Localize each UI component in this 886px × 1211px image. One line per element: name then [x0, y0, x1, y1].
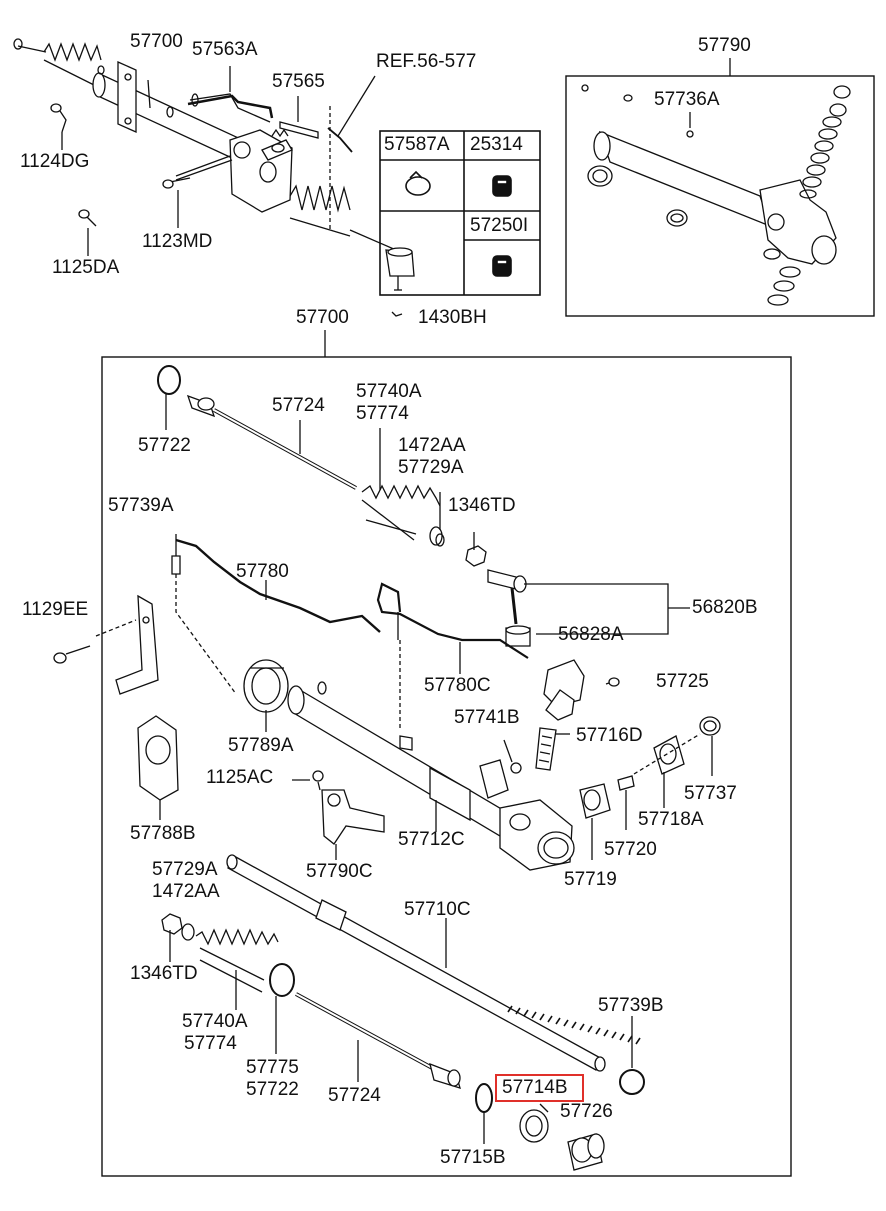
label-57715B: 57715B [440, 1147, 506, 1168]
label-1346TD-bottom: 1346TD [130, 963, 198, 984]
label-56820B: 56820B [692, 597, 758, 618]
label-57737: 57737 [684, 783, 737, 804]
label-57789A: 57789A [228, 735, 294, 756]
label-57740A-top: 57740A [356, 381, 422, 402]
label-57565: 57565 [272, 71, 325, 92]
top-rack-assembly [13, 38, 415, 317]
label-57740A-bottom: 57740A [182, 1011, 248, 1032]
label-1125AC: 1125AC [206, 767, 274, 788]
label-57712C: 57712C [398, 829, 465, 850]
label-57774-bottom: 57774 [184, 1033, 237, 1054]
label-57718A: 57718A [638, 809, 704, 830]
label-57790: 57790 [698, 35, 751, 56]
label-57736A: 57736A [654, 89, 720, 110]
label-57710C: 57710C [404, 899, 471, 920]
label-57739B: 57739B [598, 995, 664, 1016]
label-57722-top: 57722 [138, 435, 191, 456]
label-1472AA-top: 1472AA [398, 435, 466, 456]
label-57716D: 57716D [576, 725, 643, 746]
label-57724-bottom: 57724 [328, 1085, 381, 1106]
label-57722-bottom: 57722 [246, 1079, 299, 1100]
label-56828A: 56828A [558, 624, 624, 645]
label-57780C: 57780C [424, 675, 491, 696]
label-57729A-bottom: 57729A [152, 859, 218, 880]
table-cell-57587A: 57587A [384, 134, 450, 155]
detail-box-57790 [565, 58, 875, 317]
label-57719: 57719 [564, 869, 617, 890]
table-cell-25314: 25314 [470, 134, 523, 155]
label-57700-top: 57700 [130, 31, 183, 52]
label-57775: 57775 [246, 1057, 299, 1078]
label-57774-top: 57774 [356, 403, 409, 424]
label-1346TD-top: 1346TD [448, 495, 516, 516]
label-57700-main: 57700 [296, 307, 349, 328]
label-57729A-top: 57729A [398, 457, 464, 478]
parts-table-frame [379, 130, 541, 296]
label-57725: 57725 [656, 671, 709, 692]
label-1472AA-bottom: 1472AA [152, 881, 220, 902]
label-1123MD: 1123MD [142, 231, 213, 252]
label-1129EE: 1129EE [22, 599, 89, 620]
label-57739A: 57739A [108, 495, 174, 516]
label-57720: 57720 [604, 839, 657, 860]
highlight-box-57714B [495, 1074, 584, 1102]
label-1125DA: 1125DA [52, 257, 120, 278]
label-57714B[interactable]: 57714B [502, 1077, 568, 1098]
label-57780: 57780 [236, 561, 289, 582]
label-57726: 57726 [560, 1101, 613, 1122]
table-cell-57250I: 57250I [470, 215, 529, 236]
label-57724-top: 57724 [272, 395, 325, 416]
label-57788B: 57788B [130, 823, 196, 844]
label-57741B: 57741B [454, 707, 520, 728]
label-57563A: 57563A [192, 39, 258, 60]
label-57790C: 57790C [306, 861, 373, 882]
main-exploded-box [53, 330, 792, 1177]
label-ref-56-577: REF.56-577 [376, 51, 477, 72]
label-1430BH: 1430BH [418, 307, 487, 328]
label-1124DG: 1124DG [20, 151, 90, 172]
